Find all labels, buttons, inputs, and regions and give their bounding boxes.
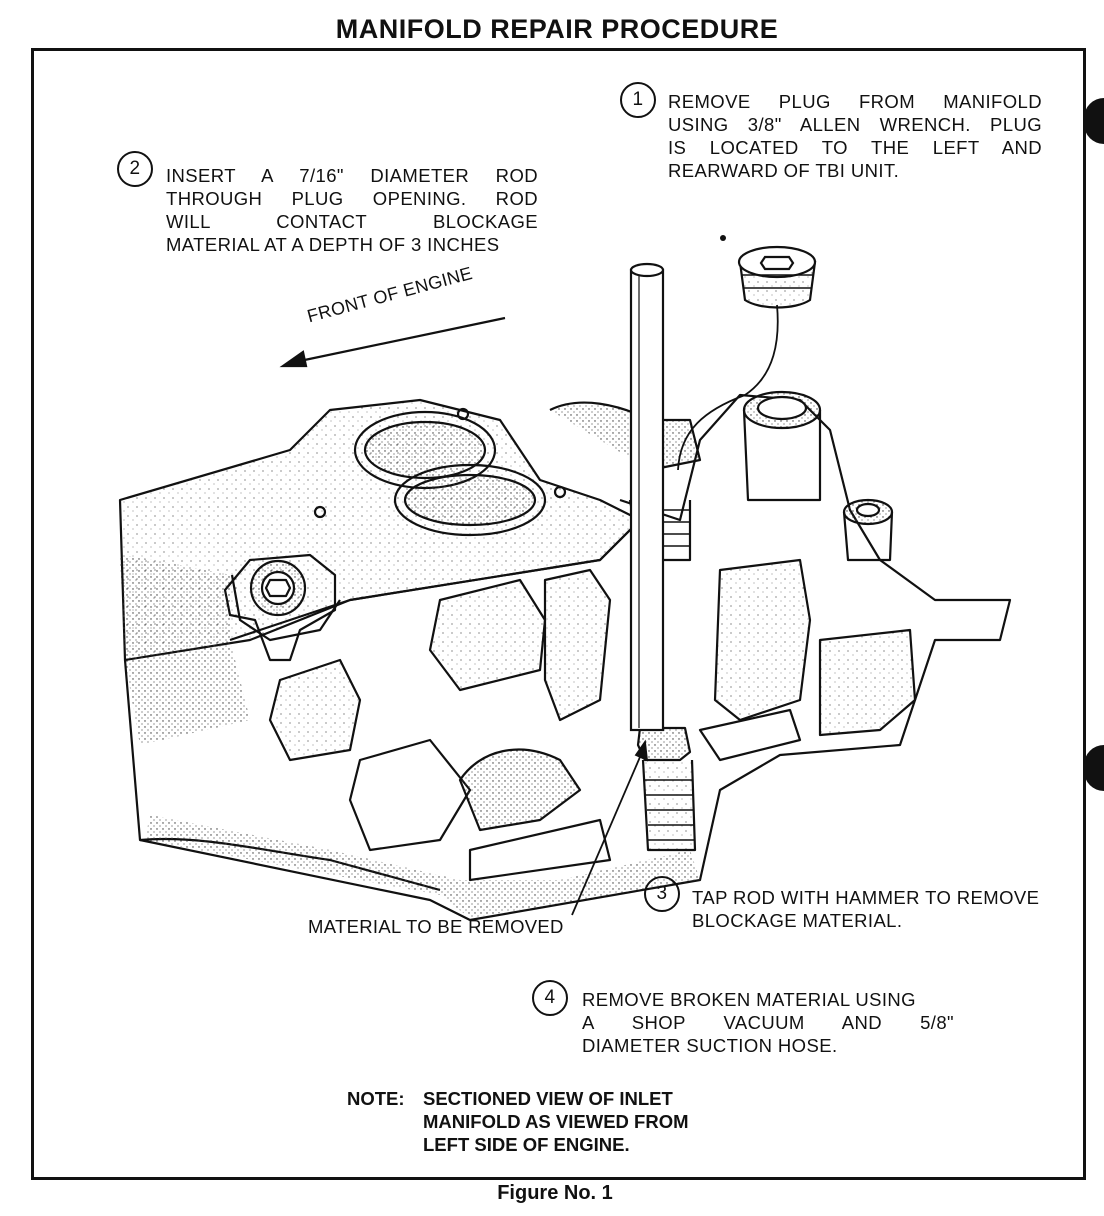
- plug-leader-line: [677, 304, 779, 471]
- page-title: MANIFOLD REPAIR PROCEDURE: [335, 14, 779, 44]
- step-number-badge: 4: [532, 980, 568, 1016]
- figure-caption: Figure No. 1: [497, 1182, 613, 1204]
- rod: [629, 262, 665, 732]
- step-1: 1 REMOVE PLUG FROM MANIFOLD USING 3/8" A…: [620, 82, 1042, 182]
- step-1-line-4: REARWARD OF TBI UNIT.: [668, 160, 900, 181]
- step-2-line-2: THROUGH PLUG OPENING. ROD: [166, 188, 538, 209]
- step-4: 4 REMOVE BROKEN MATERIAL USING A SHOP VA…: [532, 980, 954, 1057]
- step-1-line-3: IS LOCATED TO THE LEFT AND: [668, 137, 1042, 158]
- note-line-1: SECTIONED VIEW OF INLET: [423, 1088, 673, 1109]
- figure-frame: [31, 48, 1086, 1180]
- note-key: NOTE:: [347, 1088, 405, 1109]
- step-3-line-1: TAP ROD WITH HAMMER TO REMOVE: [692, 887, 1040, 908]
- step-4-line-3: DIAMETER SUCTION HOSE.: [582, 1035, 838, 1056]
- step-3-line-2: BLOCKAGE MATERIAL.: [692, 910, 903, 931]
- step-number-badge: 3: [644, 876, 680, 912]
- note-line-2: MANIFOLD AS VIEWED FROM: [423, 1111, 689, 1132]
- step-4-line-1: REMOVE BROKEN MATERIAL USING: [582, 989, 916, 1010]
- step-1-line-2: USING 3/8" ALLEN WRENCH. PLUG: [668, 114, 1042, 135]
- step-4-line-2: A SHOP VACUUM AND 5/8": [582, 1012, 954, 1033]
- step-3: 3 TAP ROD WITH HAMMER TO REMOVE BLOCKAGE…: [644, 876, 1068, 932]
- note-line-3: LEFT SIDE OF ENGINE.: [423, 1134, 630, 1155]
- material-removed-label: MATERIAL TO BE REMOVED: [308, 916, 564, 937]
- step-2-line-1: INSERT A 7/16" DIAMETER ROD: [166, 165, 538, 186]
- removed-plug: [737, 245, 817, 309]
- step-2-line-3: WILL CONTACT BLOCKAGE: [166, 211, 538, 232]
- step-1-line-1: REMOVE PLUG FROM MANIFOLD: [668, 91, 1042, 112]
- binder-hole-top: [1084, 98, 1104, 144]
- material-leader-arrow: [571, 739, 649, 916]
- front-of-engine-arrow: [279, 316, 506, 368]
- step-2: 2 INSERT A 7/16" DIAMETER ROD THROUGH PL…: [117, 151, 538, 256]
- binder-hole-bottom: [1084, 745, 1104, 791]
- step-number-badge: 1: [620, 82, 656, 118]
- step-2-line-4: MATERIAL AT A DEPTH OF 3 INCHES: [166, 234, 500, 255]
- manifold-body: [118, 390, 1012, 922]
- step-number-badge: 2: [117, 151, 153, 187]
